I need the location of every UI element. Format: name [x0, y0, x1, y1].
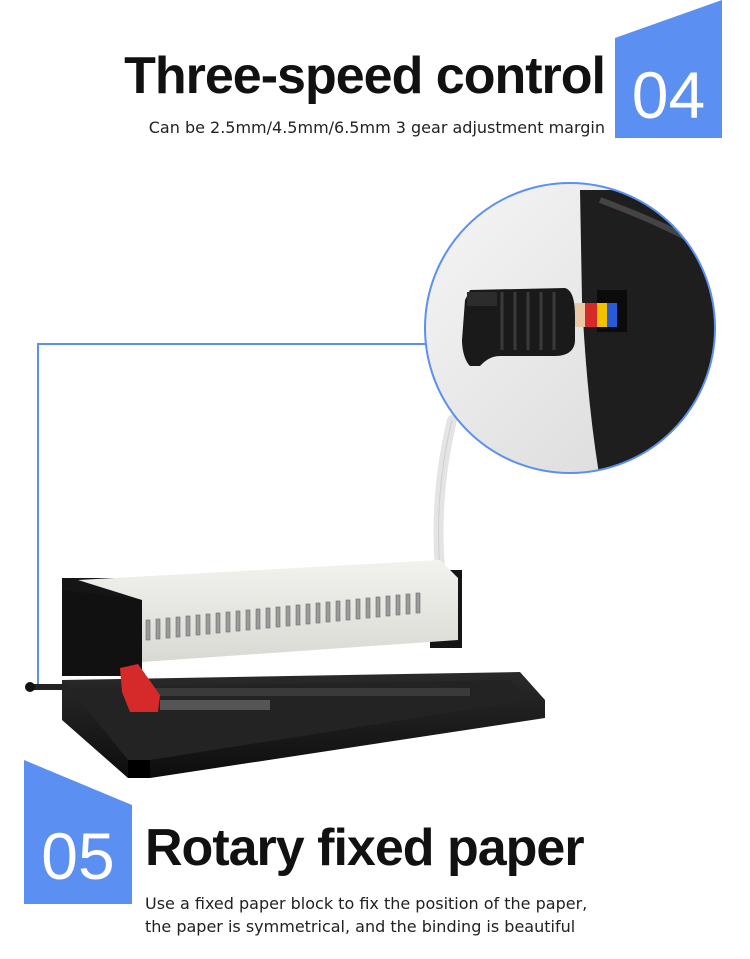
bottom-section-subtitle-line2: the paper is symmetrical, and the bindin…: [145, 917, 576, 936]
top-section-title: Three-speed control: [124, 47, 606, 105]
section-number-05: 05: [41, 819, 115, 893]
bottom-section-title: Rotary fixed paper: [145, 819, 585, 877]
top-section-subtitle: Can be 2.5mm/4.5mm/6.5mm 3 gear adjustme…: [148, 118, 605, 137]
section-number-04: 04: [631, 58, 706, 132]
gear-knob-zoom: [425, 183, 715, 473]
bottom-section-subtitle-line1: Use a fixed paper block to fix the posit…: [145, 894, 588, 913]
